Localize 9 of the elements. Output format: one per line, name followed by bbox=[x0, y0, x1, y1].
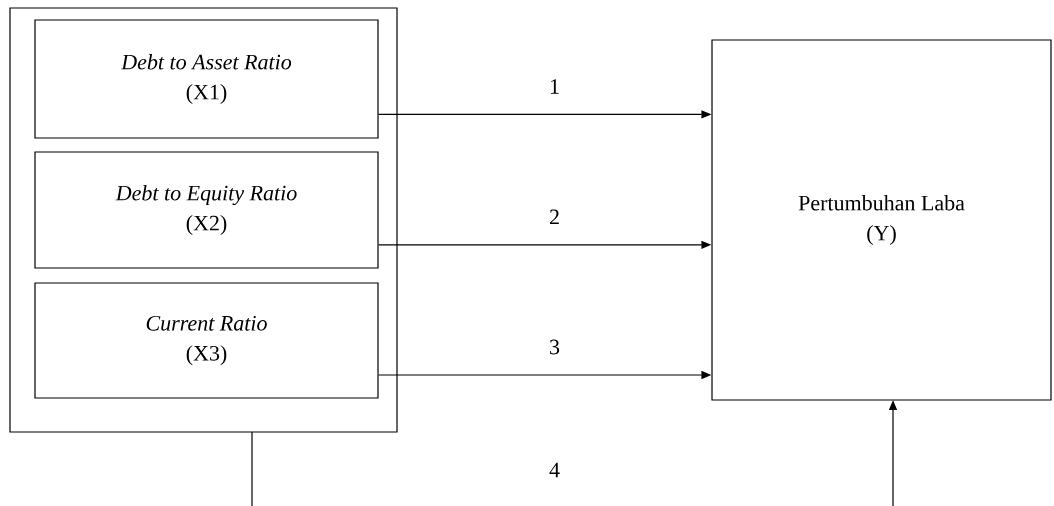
edge-label: 4 bbox=[548, 461, 561, 479]
edge-label: 1 bbox=[548, 78, 561, 95]
variable-box: Current Ratio (X3) bbox=[34, 282, 379, 399]
variable-box: Pertumbuhan Laba (Y) bbox=[711, 39, 1052, 401]
group-box bbox=[9, 7, 398, 433]
variable-box: Debt to Equity Ratio (X2) bbox=[34, 151, 379, 269]
edge-label: 3 bbox=[548, 338, 561, 356]
edge-label: 2 bbox=[548, 208, 561, 226]
variable-box: Debt to Asset Ratio (X1) bbox=[34, 19, 379, 139]
